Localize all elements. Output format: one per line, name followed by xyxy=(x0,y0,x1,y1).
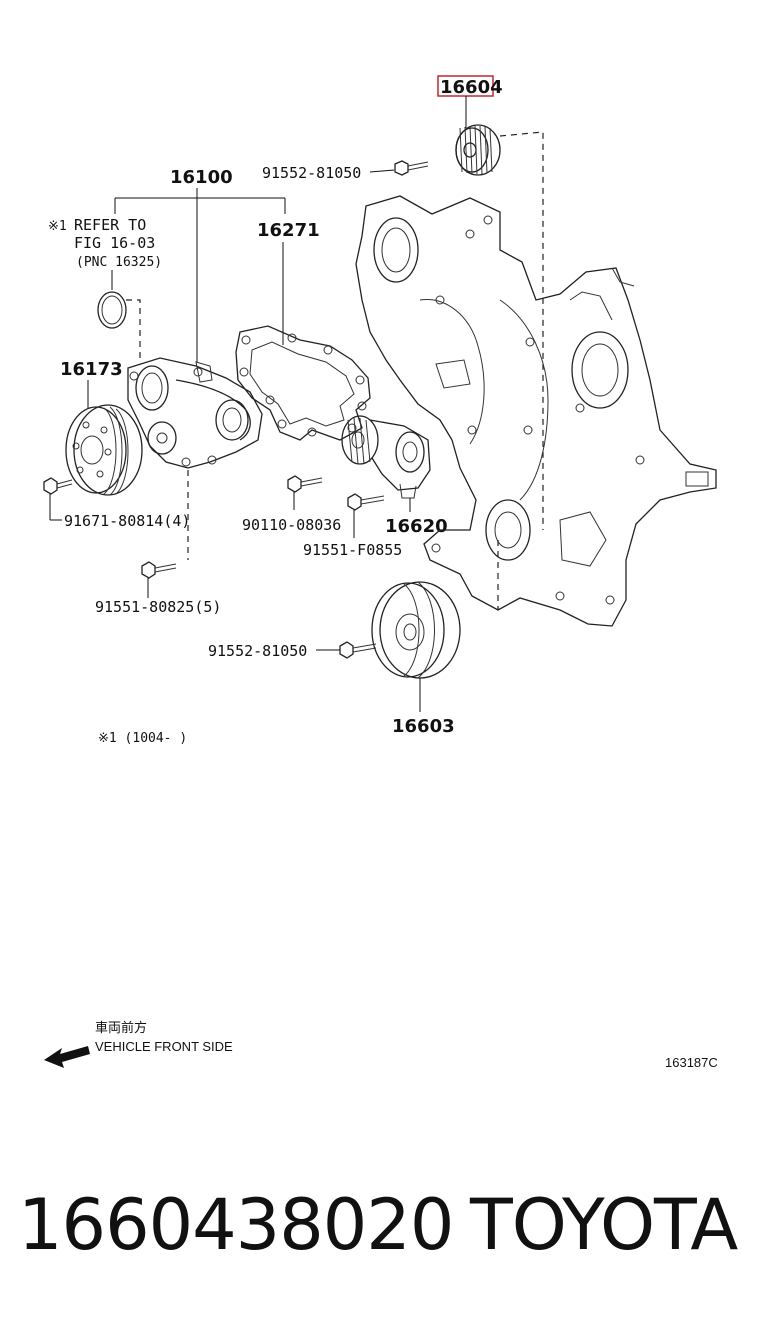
bolt-91671-icon xyxy=(43,477,73,495)
tensioner-16620-icon xyxy=(341,415,431,499)
exploded-parts-diagram: 16604 91552-81050 16100 ※1 REFER TO FIG … xyxy=(43,75,718,1070)
figure-code: 163187C xyxy=(665,1055,718,1070)
bolt-90110-icon xyxy=(287,475,323,493)
bolt-91552-bottom-icon xyxy=(339,641,377,659)
footnote-1004: ※1 (1004- ) xyxy=(98,731,187,746)
callout-91552-81050-bottom: 91552-81050 xyxy=(208,642,307,660)
front-arrow-icon xyxy=(44,1046,90,1068)
callout-16604: 16604 xyxy=(440,77,503,98)
vehicle-front-japanese: 車両前方 xyxy=(95,1020,147,1035)
callout-16173: 16173 xyxy=(60,359,123,380)
callout-16271: 16271 xyxy=(257,220,320,241)
bolt-91551-80825-icon xyxy=(141,561,177,579)
idler-pulley-16604-icon xyxy=(455,124,501,176)
callout-91552-81050-top: 91552-81050 xyxy=(262,164,361,182)
callout-91671-80814: 91671-80814(4) xyxy=(64,512,190,530)
callout-16100: 16100 xyxy=(170,167,233,188)
o-ring-icon xyxy=(97,291,127,329)
brand-footer: TOYOTA xyxy=(470,1184,738,1266)
water-pump-pulley-16173-icon xyxy=(65,404,143,496)
callout-90110-08036: 90110-08036 xyxy=(242,516,341,534)
water-pump-16100-icon xyxy=(127,357,263,469)
callout-91551-80825: 91551-80825(5) xyxy=(95,598,221,616)
refer-to-line2: FIG 16-03 xyxy=(74,234,155,252)
callout-16603: 16603 xyxy=(392,716,455,737)
bolt-91552-top-icon xyxy=(394,160,429,176)
refer-to-line1: REFER TO xyxy=(74,216,146,234)
callout-91551-f0855: 91551-F0855 xyxy=(303,541,402,559)
bolt-91551-f0855-icon xyxy=(347,493,385,511)
refer-to-line3: (PNC 16325) xyxy=(76,255,162,270)
refer-mark: ※1 xyxy=(48,219,67,234)
vehicle-front-english: VEHICLE FRONT SIDE xyxy=(95,1039,233,1054)
callout-16620: 16620 xyxy=(385,516,448,537)
water-pump-gasket-16271-icon xyxy=(235,325,371,441)
part-number-footer: 1660438020 xyxy=(18,1184,454,1266)
idler-pulley-16603-icon xyxy=(371,581,461,679)
timing-chain-cover-icon xyxy=(355,195,717,627)
